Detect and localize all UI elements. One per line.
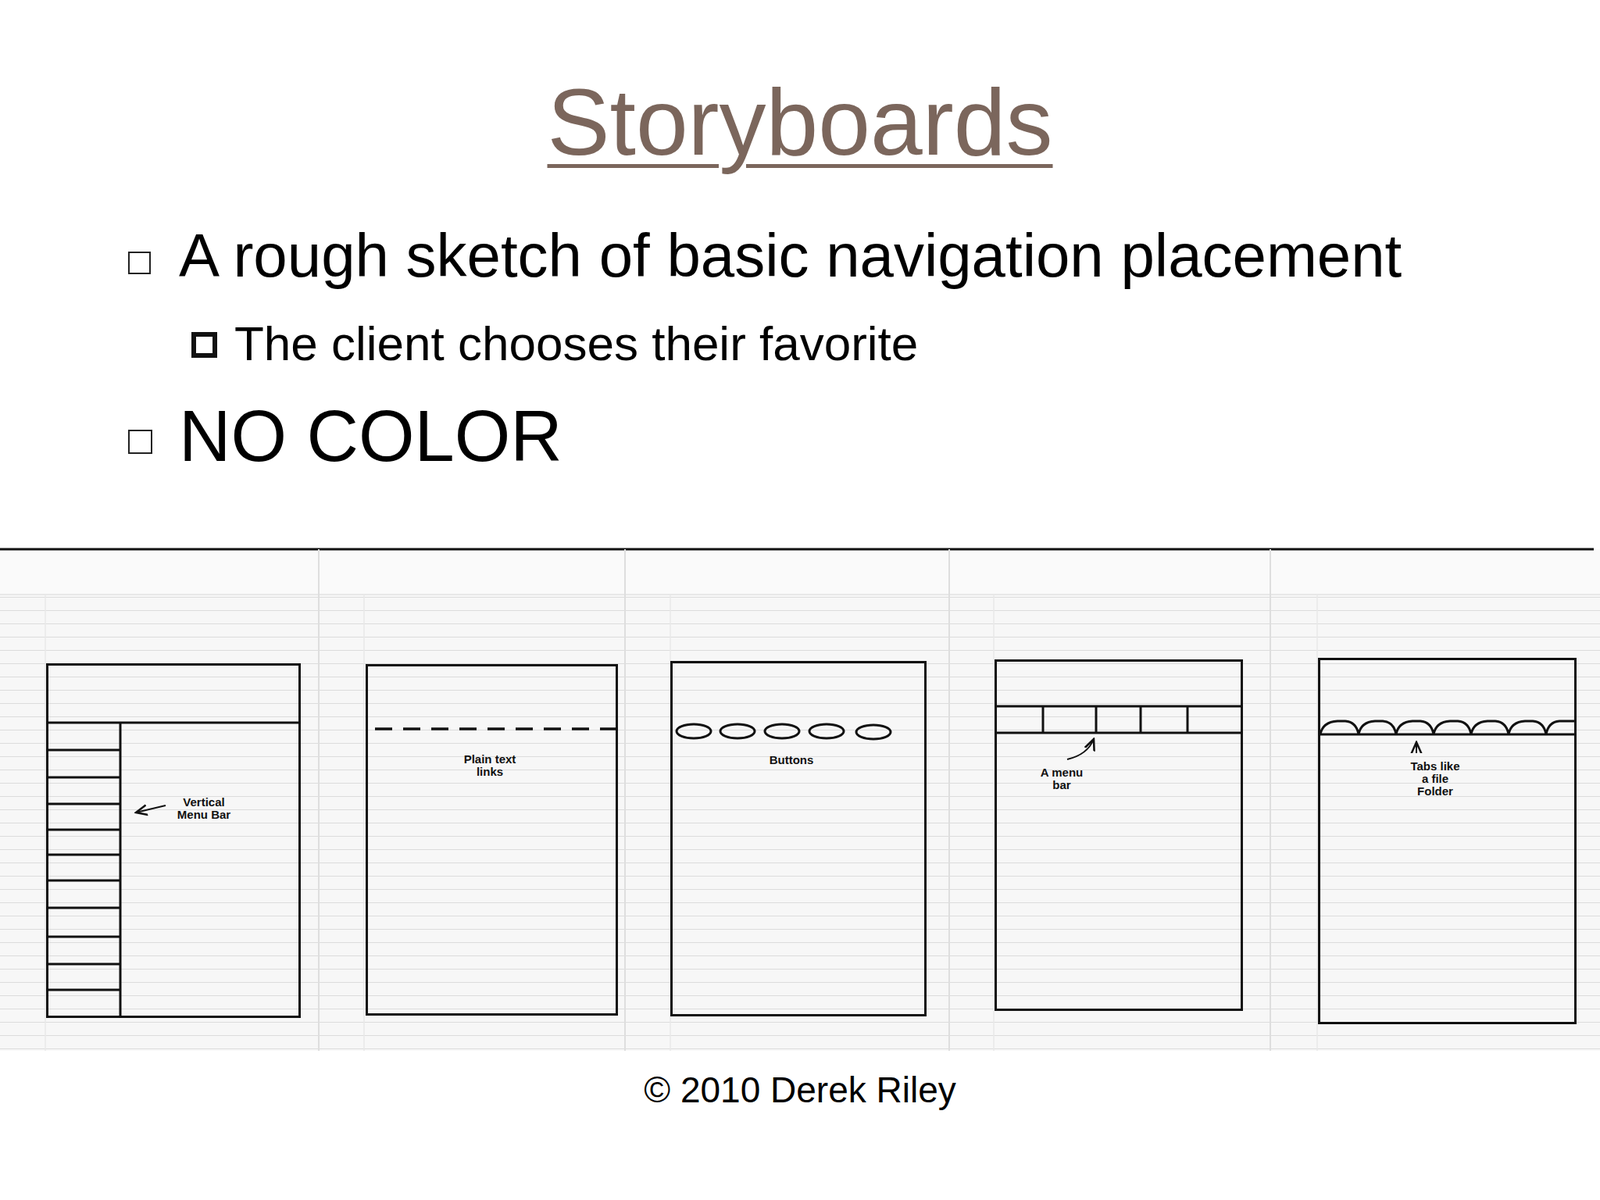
handwritten-note: Vertical Menu Bar <box>175 796 233 822</box>
handwritten-note: Plain text links <box>458 753 522 779</box>
handwritten-note: A menu bar <box>1036 766 1087 792</box>
handwritten-note: Tabs like a file Folder <box>1408 760 1462 797</box>
storyboard-sketch: Vertical Menu Bar <box>46 663 301 1018</box>
sub-bullet-point: The client chooses their favorite <box>234 319 918 368</box>
storyboard-sketch: Plain text links <box>365 664 618 1016</box>
paper-strip <box>0 549 1600 1051</box>
handwritten-note: Buttons <box>756 753 827 767</box>
folder-tabs-sketch <box>1318 721 1576 754</box>
text-links-sketch <box>375 727 616 731</box>
storyboard-sketch: Buttons <box>670 660 927 1017</box>
bullet-point: NO COLOR <box>178 400 563 472</box>
bullet-point: A rough sketch of basic navigation place… <box>178 225 1402 286</box>
slide-title: Storyboards <box>0 75 1600 169</box>
copyright-caption: © 2010 Derek Riley <box>0 1071 1600 1108</box>
storyboard-sketch: Tabs like a file Folder <box>1317 657 1577 1025</box>
buttons-sketch <box>676 724 891 740</box>
vertical-menu-sketch <box>46 722 301 1018</box>
storyboard-sketch: A menu bar <box>994 659 1243 1011</box>
menu-bar-sketch <box>994 706 1243 760</box>
